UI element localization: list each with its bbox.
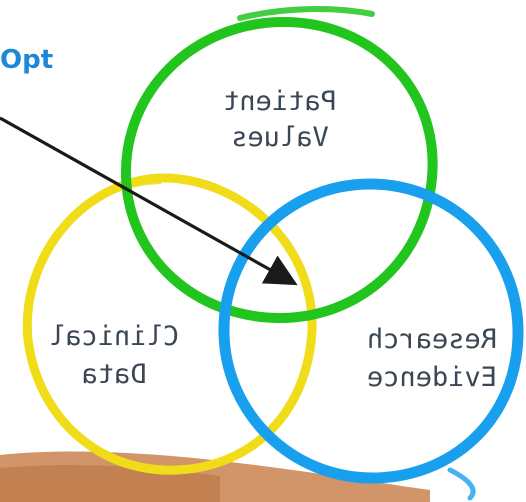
research-label-line-2: Evidence — [367, 362, 497, 393]
headline-text: Opt — [0, 45, 53, 75]
patient-label-line-1: Patient — [223, 86, 337, 117]
clinical-label-line-1: Clinical — [49, 321, 179, 352]
patient-label-line-2: Values — [231, 122, 329, 153]
research-label-line-1: Research — [367, 324, 497, 355]
clinical-label-line-2: Data — [81, 359, 146, 390]
patient-circle — [126, 9, 433, 318]
